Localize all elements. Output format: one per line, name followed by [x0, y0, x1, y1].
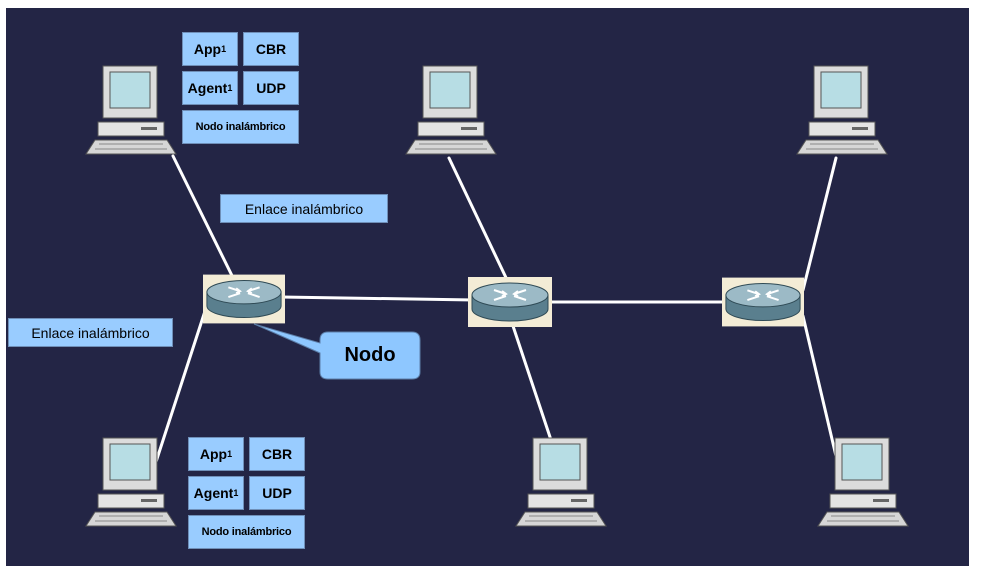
computer-top-middle[interactable] [401, 64, 501, 156]
desktop-computer-icon [85, 65, 177, 155]
stack-top-node: Nodo inalámbrico [182, 110, 299, 144]
agent-subscript: 1 [233, 488, 239, 498]
router-left[interactable] [203, 274, 285, 324]
stack-bottom-cbr: CBR [249, 437, 305, 471]
app-label: App [199, 446, 228, 462]
udp-label: UDP [256, 80, 286, 96]
computer-top-left[interactable] [81, 64, 181, 156]
desktop-computer-icon [796, 65, 888, 155]
computer-top-right[interactable] [792, 64, 892, 156]
app-subscript: 1 [221, 44, 227, 54]
link-router-left-router-middle [279, 295, 476, 302]
cbr-label: CBR [255, 41, 287, 57]
agent-subscript: 1 [227, 83, 233, 93]
app-label: App [193, 41, 222, 57]
link-router-left-pc-bottom-left [152, 306, 208, 470]
stack-top-cbr: CBR [243, 32, 299, 66]
nodo-text: Nodo [344, 344, 396, 366]
udp-label: UDP [262, 485, 292, 501]
link-pc-top-middle-router-middle [447, 156, 511, 286]
stack-top-udp: UDP [243, 71, 299, 105]
agent-label: Agent [193, 485, 234, 501]
wireless-link-label-left: Enlace inalámbrico [8, 318, 173, 347]
node-label: Nodo inalámbrico [201, 526, 292, 538]
computer-bottom-left[interactable] [81, 436, 181, 528]
computer-bottom-right[interactable] [813, 436, 913, 528]
link-router-right-pc-bottom-right [801, 314, 838, 458]
router-icon [203, 274, 285, 324]
stack-bottom-udp: UDP [249, 476, 305, 510]
link-pc-top-right-router-right [801, 156, 838, 292]
desktop-computer-icon [817, 437, 909, 527]
link-router-middle-pc-bottom-middle [507, 312, 553, 442]
router-right[interactable] [722, 277, 804, 327]
cbr-label: CBR [261, 446, 293, 462]
desktop-computer-icon [515, 437, 607, 527]
desktop-computer-icon [85, 437, 177, 527]
app-subscript: 1 [227, 449, 233, 459]
computer-bottom-middle[interactable] [511, 436, 611, 528]
stack-bottom-node: Nodo inalámbrico [188, 515, 305, 549]
nodo-callout-label: Nodo [320, 332, 420, 379]
desktop-computer-icon [405, 65, 497, 155]
wireless-link-text: Enlace inalámbrico [244, 200, 364, 217]
router-icon [468, 277, 552, 327]
agent-label: Agent [187, 80, 228, 96]
nodo-callout [253, 323, 421, 380]
router-middle[interactable] [468, 277, 552, 327]
wireless-link-label-upper: Enlace inalámbrico [220, 194, 388, 223]
wireless-link-text: Enlace inalámbrico [31, 324, 150, 341]
router-icon [722, 277, 804, 327]
network-links [152, 154, 838, 470]
node-label: Nodo inalámbrico [195, 121, 286, 133]
